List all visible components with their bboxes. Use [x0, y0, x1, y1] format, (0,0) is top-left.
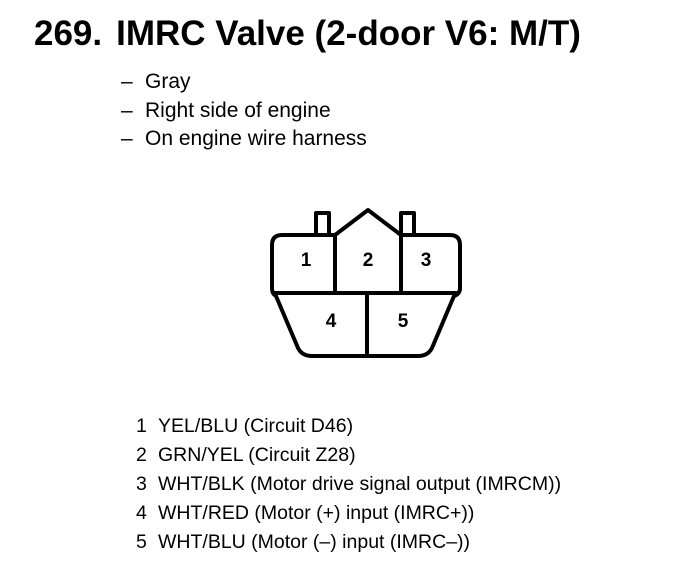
- description-item: –Right side of engine: [121, 98, 331, 122]
- terminal-label-2: 2: [363, 250, 374, 271]
- connector-housing: [270, 208, 462, 358]
- connector-tab-left: [314, 211, 331, 235]
- page-title: 269. IMRC Valve (2-door V6: M/T): [34, 14, 581, 54]
- terminal-label-1: 1: [301, 250, 312, 271]
- connector-description-list: –Gray –Right side of engine –On engine w…: [121, 68, 367, 154]
- terminal-label-5: 5: [398, 311, 409, 332]
- title-number: 269.: [34, 14, 103, 53]
- description-item: –Gray: [121, 70, 191, 93]
- terminal-label-4: 4: [326, 311, 337, 332]
- connector-diagram: 1 2 3 4 5: [270, 208, 462, 358]
- title-text: IMRC Valve (2-door V6: M/T): [116, 14, 581, 53]
- connector-tab-right: [399, 211, 416, 235]
- terminal-label-3: 3: [421, 250, 432, 271]
- description-item: –On engine wire harness: [121, 127, 367, 150]
